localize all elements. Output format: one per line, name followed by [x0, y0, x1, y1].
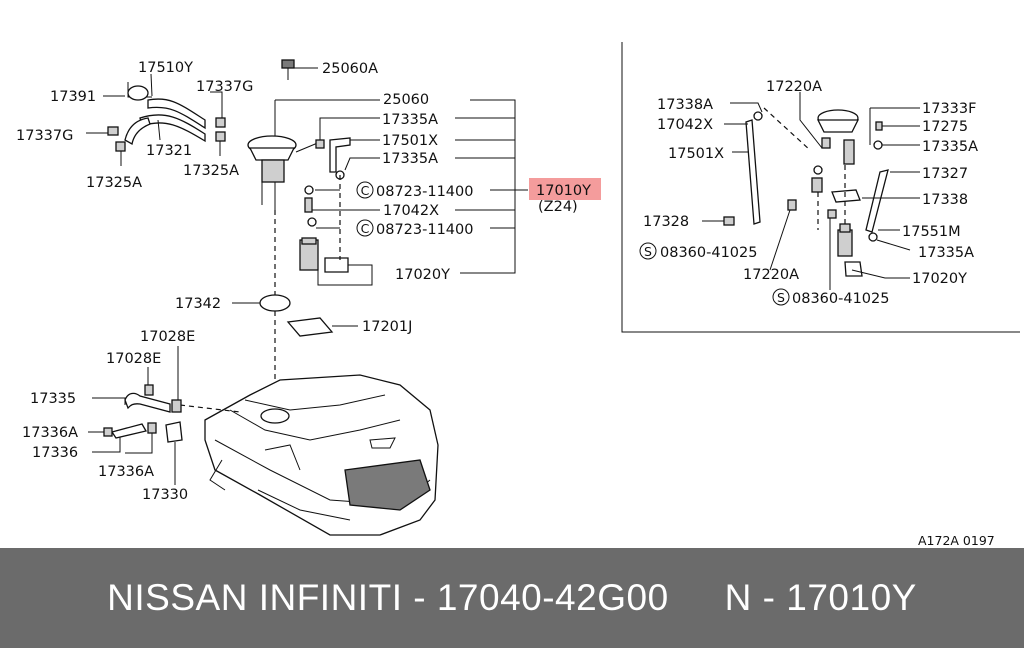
inset-label-08360-41025-left: 08360-41025 — [660, 245, 758, 261]
fuel-tank — [179, 374, 439, 536]
inset-label-17220A-bottom: 17220A — [743, 267, 799, 283]
label-17020Y: 17020Y — [395, 267, 450, 283]
footer-banner: NISSAN INFINITI - 17040-42G00 N - 17010Y — [0, 548, 1024, 648]
inset-label-17328: 17328 — [643, 214, 689, 230]
inset-label-17327: 17327 — [922, 166, 968, 182]
highlight-17010Y — [529, 178, 601, 200]
inset-label-08360-41025-bottom: 08360-41025 — [792, 291, 890, 307]
inset-label-17338A: 17338A — [657, 97, 713, 113]
label-08723-11400-top: 08723-11400 — [376, 184, 474, 200]
parts-diagram: 17510Y 25060A 17391 17337G 25060 17337G … — [16, 42, 1020, 548]
inset-label-17338: 17338 — [922, 192, 968, 208]
label-17330: 17330 — [142, 487, 188, 503]
inset-label-17275: 17275 — [922, 119, 968, 135]
inset-label-17501X: 17501X — [668, 146, 724, 162]
label-17337G-top: 17337G — [196, 79, 253, 95]
inset-frame — [621, 42, 1020, 333]
label-17342: 17342 — [175, 296, 221, 312]
label-17028E-top: 17028E — [140, 329, 195, 345]
circle-s-icon-2 — [772, 288, 790, 306]
circle-c-letter: C — [361, 183, 370, 198]
hose-assembly-17510Y — [86, 73, 226, 166]
bracket-lines — [455, 99, 528, 274]
label-Z24: (Z24) — [538, 199, 578, 215]
label-17335: 17335 — [30, 391, 76, 407]
circle-c-letter-2: C — [361, 221, 370, 236]
inset-label-17220A-top: 17220A — [766, 79, 822, 95]
inset-label-17335A-bottom: 17335A — [918, 245, 974, 261]
inset-label-17335A-top: 17335A — [922, 139, 978, 155]
inset-label-17333F: 17333F — [922, 101, 976, 117]
label-17325A-right: 17325A — [183, 163, 239, 179]
label-17201J: 17201J — [362, 319, 412, 335]
label-17336A-bottom: 17336A — [98, 464, 154, 480]
label-17337G-left: 17337G — [16, 128, 73, 144]
label-25060A: 25060A — [322, 61, 378, 77]
circle-s-icon — [639, 242, 657, 260]
label-17336A-left: 17336A — [22, 425, 78, 441]
footer-oem-number: N - 17010Y — [724, 577, 917, 618]
footer-part-number: NISSAN INFINITI - 17040-42G00 — [107, 577, 669, 618]
label-17325A-left: 17325A — [86, 175, 142, 191]
label-17510Y: 17510Y — [138, 60, 193, 76]
fuel-pump-assembly — [247, 59, 380, 300]
label-17335A-top: 17335A — [382, 112, 438, 128]
label-08723-11400-bottom: 08723-11400 — [376, 222, 474, 238]
label-25060: 25060 — [383, 92, 429, 108]
inset-label-17042X: 17042X — [657, 117, 713, 133]
label-17336: 17336 — [32, 445, 78, 461]
filler-hoses — [88, 346, 183, 485]
circle-c-icon-2 — [356, 219, 374, 237]
circle-s-letter: S — [644, 244, 652, 259]
label-17321: 17321 — [146, 143, 192, 159]
label-17028E-mid: 17028E — [106, 351, 161, 367]
label-17501X: 17501X — [382, 133, 438, 149]
inset-assembly — [702, 92, 920, 290]
inset-label-17020Y: 17020Y — [912, 271, 967, 287]
label-17042X: 17042X — [383, 203, 439, 219]
label-17391: 17391 — [50, 89, 96, 105]
inset-label-17551M: 17551M — [902, 224, 961, 240]
reference-code: A172A 0197 — [918, 533, 995, 548]
label-17010Y: 17010Y — [536, 183, 591, 199]
circle-s-letter-2: S — [777, 290, 785, 305]
circle-c-icon — [356, 181, 374, 199]
label-17335A-mid: 17335A — [382, 151, 438, 167]
